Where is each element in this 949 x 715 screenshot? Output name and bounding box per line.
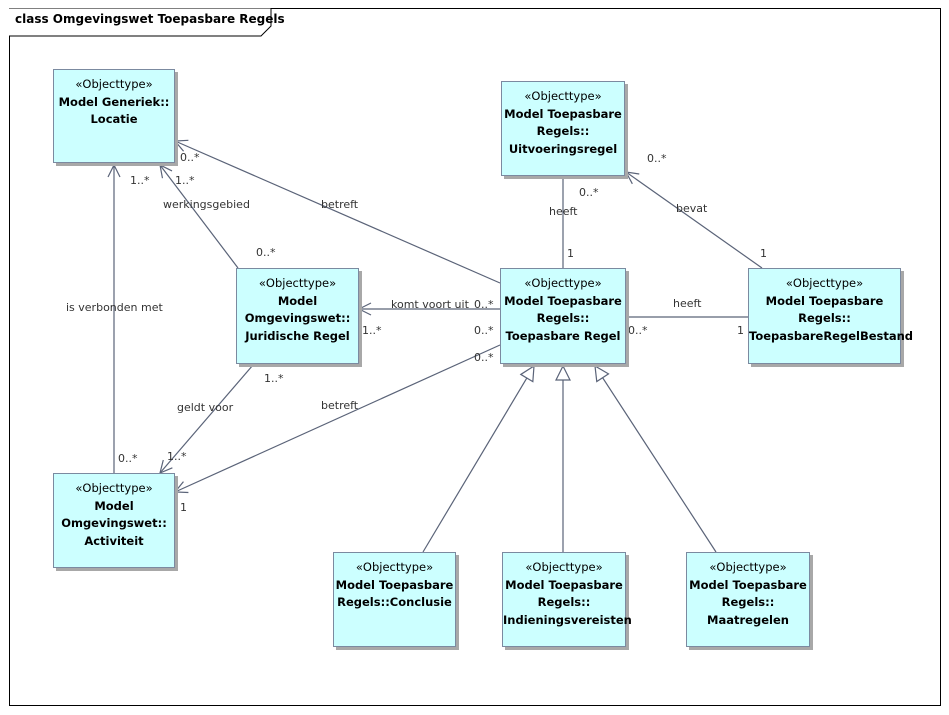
assoc-bevat bbox=[626, 172, 763, 269]
mult-act-verbonden: 0..* bbox=[118, 452, 138, 465]
class-name: Model Toepasbare Regels:: Maatregelen bbox=[689, 577, 807, 627]
mult-act-betreft: 1 bbox=[180, 501, 187, 514]
mult-jur-komt: 1..* bbox=[362, 324, 382, 337]
mult-toe-betreft-act: 0..* bbox=[474, 324, 494, 337]
class-toepasbare-regel-bestand[interactable]: «Objecttype» Model Toepasbare Regels:: T… bbox=[748, 268, 914, 364]
mult-jur-geldt: 1..* bbox=[264, 372, 284, 385]
mult-loc-verbonden: 1..* bbox=[130, 174, 150, 187]
class-juridische-regel[interactable]: «Objecttype» Model Omgevingswet:: Juridi… bbox=[236, 268, 359, 364]
class-name: Model Toepasbare Regels:: Indieningsvere… bbox=[503, 577, 632, 627]
class-conclusie[interactable]: «Objecttype» Model Toepasbare Regels::Co… bbox=[333, 552, 456, 647]
label-betreft-activiteit: betreft bbox=[321, 399, 359, 412]
assoc-geldt-voor bbox=[160, 364, 254, 473]
generalization-maatregelen bbox=[595, 366, 717, 553]
label-is-verbonden-met: is verbonden met bbox=[66, 301, 163, 314]
assoc-betreft-activiteit bbox=[175, 344, 501, 492]
class-name: Model Toepasbare Regels:: Uitvoeringsreg… bbox=[504, 106, 622, 156]
class-name: Model Generiek:: Locatie bbox=[58, 94, 170, 127]
frame-title-tab bbox=[9, 8, 272, 37]
stereotype-label: «Objecttype» bbox=[524, 276, 602, 290]
mult-loc-werking: 1..* bbox=[175, 174, 195, 187]
label-bevat: bevat bbox=[676, 202, 708, 215]
label-heeft-bestand: heeft bbox=[673, 297, 702, 310]
generalization-conclusie bbox=[422, 366, 534, 553]
stereotype-label: «Objecttype» bbox=[524, 89, 602, 103]
class-indieningsvereisten[interactable]: «Objecttype» Model Toepasbare Regels:: I… bbox=[502, 552, 632, 647]
mult-jur-werking: 0..* bbox=[256, 246, 276, 259]
frame-title: class Omgevingswet Toepasbare Regels bbox=[15, 12, 285, 26]
stereotype-label: «Objecttype» bbox=[525, 560, 603, 574]
stereotype-label: «Objecttype» bbox=[75, 77, 153, 91]
class-uitvoeringsregel[interactable]: «Objecttype» Model Toepasbare Regels:: U… bbox=[501, 81, 625, 176]
mult-uit-heeft: 0..* bbox=[579, 186, 599, 199]
assoc-betreft-locatie bbox=[175, 141, 501, 284]
stereotype-label: «Objecttype» bbox=[355, 560, 434, 574]
class-activiteit[interactable]: «Objecttype» Model Omgevingswet:: Activi… bbox=[53, 473, 175, 568]
label-betreft-locatie: betreft bbox=[321, 198, 359, 211]
class-name: Model Omgevingswet:: Juridische Regel bbox=[244, 293, 351, 343]
mult-toe-komt: 0..* bbox=[474, 298, 494, 311]
stereotype-label: «Objecttype» bbox=[785, 276, 864, 290]
class-name: Model Omgevingswet:: Activiteit bbox=[61, 498, 167, 548]
class-name: Model Toepasbare Regels:: ToepasbareRege… bbox=[749, 293, 914, 343]
label-komt-voort-uit: komt voort uit bbox=[391, 298, 470, 311]
mult-act-geldt: 1..* bbox=[167, 450, 187, 463]
label-werkingsgebied: werkingsgebied bbox=[163, 198, 250, 211]
class-locatie[interactable]: «Objecttype» Model Generiek:: Locatie bbox=[53, 69, 175, 163]
assoc-werkingsgebied bbox=[160, 165, 239, 269]
mult-best-heeft: 1 bbox=[737, 324, 744, 337]
mult-uit-bevat: 0..* bbox=[647, 152, 667, 165]
class-name: Model Toepasbare Regels:: Toepasbare Reg… bbox=[504, 293, 622, 343]
mult-toe-heeft: 1 bbox=[567, 247, 574, 260]
class-toepasbare-regel[interactable]: «Objecttype» Model Toepasbare Regels:: T… bbox=[500, 268, 626, 364]
label-heeft-uitvoering: heeft bbox=[549, 205, 578, 218]
stereotype-label: «Objecttype» bbox=[75, 481, 153, 495]
class-name: Model Toepasbare Regels::Conclusie bbox=[335, 577, 454, 610]
stereotype-label: «Objecttype» bbox=[258, 276, 337, 290]
label-geldt-voor: geldt voor bbox=[177, 401, 234, 414]
stereotype-label: «Objecttype» bbox=[709, 560, 787, 574]
mult-loc-betreft: 0..* bbox=[180, 151, 200, 164]
class-maatregelen[interactable]: «Objecttype» Model Toepasbare Regels:: M… bbox=[686, 552, 810, 647]
mult-toe-heeft-best: 0..* bbox=[628, 324, 648, 337]
mult-toe-betreft-loc: 0..* bbox=[474, 351, 494, 364]
mult-best-bevat: 1 bbox=[760, 247, 767, 260]
